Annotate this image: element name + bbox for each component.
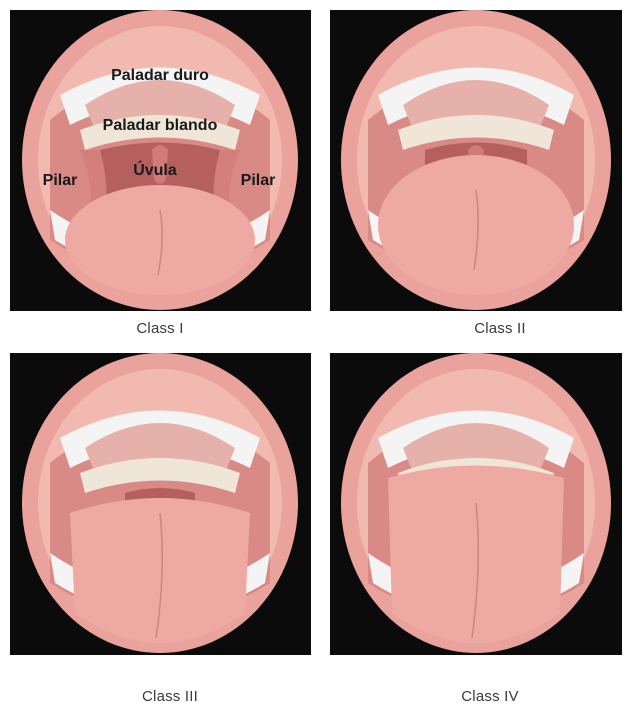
label-pillar-left: Pilar xyxy=(43,172,78,189)
label-pillar-right: Pilar xyxy=(241,172,276,189)
panel-class-1: Paladar duro Paladar blando Úvula Pilar … xyxy=(10,10,311,311)
panel-class-3 xyxy=(10,353,311,655)
tongue xyxy=(378,155,574,295)
mouth-illustration-class-4 xyxy=(330,353,622,655)
tongue xyxy=(388,466,564,644)
tongue xyxy=(65,185,255,295)
label-soft-palate: Paladar blando xyxy=(103,117,218,134)
mouth-illustration-class-1: Paladar duro Paladar blando Úvula Pilar … xyxy=(10,10,311,311)
caption-class-3: Class III xyxy=(70,688,270,705)
caption-class-2: Class II xyxy=(400,320,600,337)
panel-class-4 xyxy=(330,353,622,655)
label-hard-palate: Paladar duro xyxy=(111,67,209,84)
caption-class-1: Class I xyxy=(60,320,260,337)
caption-class-4: Class IV xyxy=(390,688,590,705)
label-uvula: Úvula xyxy=(133,160,177,179)
panel-class-2 xyxy=(330,10,622,311)
mouth-illustration-class-2 xyxy=(330,10,622,311)
mouth-illustration-class-3 xyxy=(10,353,311,655)
